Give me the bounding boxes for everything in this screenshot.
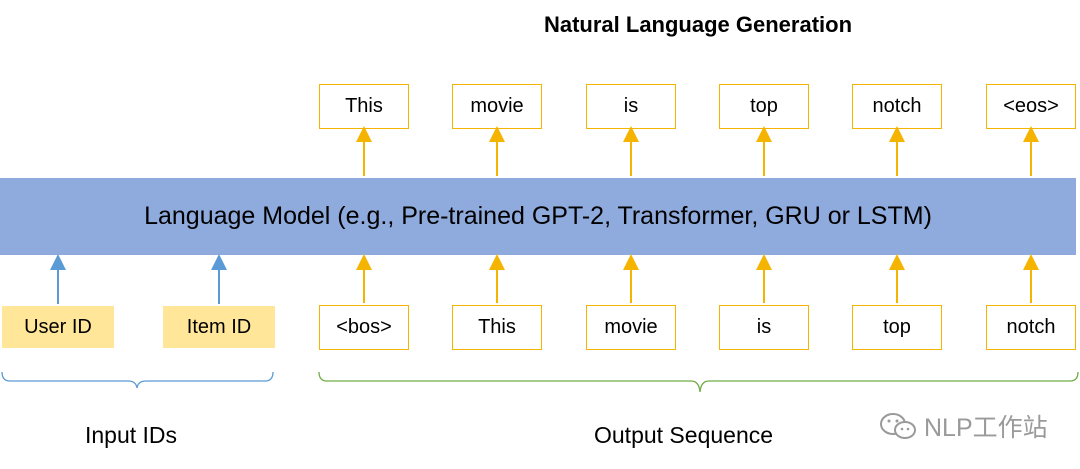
user-id-label: User ID	[24, 315, 92, 338]
id-arrows	[50, 254, 227, 304]
user-id-box: User ID	[2, 306, 114, 348]
input-token-label: top	[883, 316, 911, 338]
output-sequence-brace	[318, 371, 1079, 393]
wechat-icon	[880, 413, 916, 439]
output-token-label: is	[623, 95, 639, 117]
language-model-label: Language Model (e.g., Pre-trained GPT-2,…	[144, 202, 932, 230]
input-token-box: top	[852, 305, 942, 350]
output-token-box: top	[719, 84, 809, 129]
output-token-box: This	[319, 84, 409, 129]
input-token-box: <bos>	[319, 305, 409, 350]
input-arrows	[356, 254, 1039, 303]
input-token-label: is	[756, 316, 772, 338]
output-token-label: This	[345, 95, 383, 117]
output-token-box: <eos>	[986, 84, 1076, 129]
language-model-block: Language Model (e.g., Pre-trained GPT-2,…	[0, 178, 1076, 255]
output-token-label: top	[750, 95, 778, 117]
input-token-label: This	[478, 316, 516, 338]
input-token-box: notch	[986, 305, 1076, 350]
input-token-label: movie	[604, 316, 658, 338]
input-token-box: This	[452, 305, 542, 350]
item-id-box: Item ID	[163, 306, 275, 348]
item-id-label: Item ID	[186, 315, 252, 338]
input-token-box: movie	[586, 305, 676, 350]
output-token-box: notch	[852, 84, 942, 129]
input-ids-brace	[1, 371, 274, 389]
input-ids-label: Input IDs	[85, 422, 178, 448]
output-token-label: movie	[470, 95, 524, 117]
watermark: NLP工作站	[878, 408, 1048, 444]
watermark-text: NLP工作站	[924, 414, 1048, 442]
output-token-label: <eos>	[1003, 95, 1059, 117]
output-token-label: notch	[872, 95, 922, 117]
output-arrows	[356, 126, 1039, 176]
input-token-label: notch	[1006, 316, 1056, 338]
diagram-title: Natural Language Generation	[543, 12, 853, 37]
output-sequence-label: Output Sequence	[594, 422, 774, 448]
input-token-label: <bos>	[336, 316, 392, 338]
input-token-box: is	[719, 305, 809, 350]
output-token-box: is	[586, 84, 676, 129]
